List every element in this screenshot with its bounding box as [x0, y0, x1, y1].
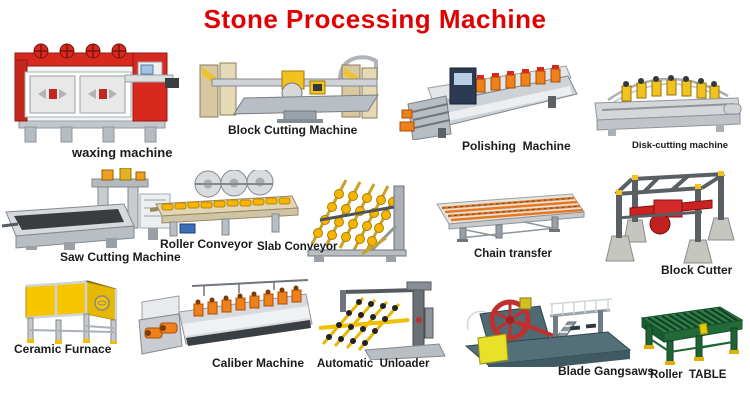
slab-conveyor-icon [307, 179, 407, 262]
waxing-machine-icon [14, 43, 179, 143]
saw-cutting-machine-label: Saw Cutting Machine [60, 250, 181, 264]
block-cutter-icon [605, 171, 735, 264]
blade-gangsaws-illustration [458, 282, 640, 367]
waxing-machine-illustration [5, 42, 185, 147]
caliber-machine-icon [138, 279, 313, 355]
block-cutting-machine-illustration [192, 45, 392, 123]
roller-table-icon [640, 306, 744, 365]
polishing-machine-label: Polishing Machine [462, 139, 571, 153]
chain-transfer-icon [436, 193, 585, 242]
roller-table-label: Roller TABLE [650, 369, 727, 381]
ceramic-furnace-illustration [14, 276, 126, 344]
slab-conveyor-label: Slab Conveyor [257, 241, 338, 253]
ceramic-furnace-label: Ceramic Furnace [14, 342, 112, 356]
page-title: Stone Processing Machine [203, 4, 547, 34]
automatic-unloader-icon [318, 281, 446, 360]
roller-conveyor-label: Roller Conveyor [160, 237, 253, 251]
roller-conveyor-illustration [150, 170, 300, 238]
blade-gangsaws-label: Blade Gangsaws [558, 364, 655, 378]
block-cutting-machine-label: Block Cutting Machine [228, 123, 358, 137]
block-cutter-label: Block Cutter [661, 263, 733, 277]
roller-table-illustration [634, 298, 746, 370]
slab-conveyor-illustration [302, 168, 414, 266]
block-cutter-illustration [596, 158, 746, 264]
automatic-unloader-illustration [313, 278, 451, 360]
waxing-machine-label: waxing machine [72, 145, 173, 160]
blade-gangsaws-icon [464, 297, 632, 367]
chain-transfer-label: Chain transfer [474, 248, 552, 260]
polishing-machine-icon [399, 65, 578, 140]
polishing-machine-illustration [398, 48, 583, 140]
chain-transfer-illustration [432, 186, 587, 244]
disk-cutting-machine-icon [594, 75, 742, 136]
caliber-machine-illustration [134, 276, 316, 356]
disk-cutting-machine-illustration [590, 58, 745, 138]
ceramic-furnace-icon [25, 280, 118, 344]
caliber-machine-label: Caliber Machine [212, 356, 305, 370]
disk-cutting-machine-label: Disk-cutting machine [632, 140, 729, 151]
automatic-unloader-label: Automatic Unloader [317, 358, 430, 370]
block-cutting-machine-icon [199, 55, 379, 123]
roller-conveyor-icon [150, 170, 299, 237]
